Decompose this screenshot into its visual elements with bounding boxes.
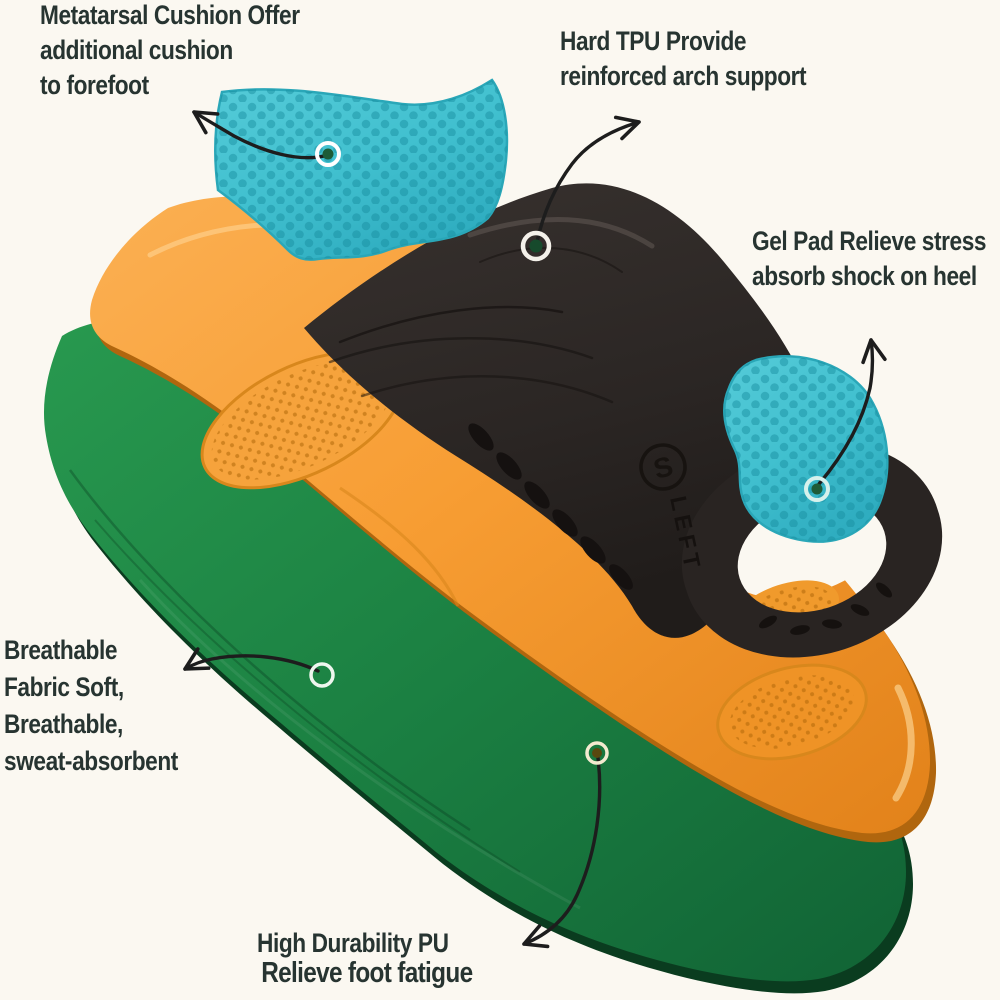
annotation-breathable-fabric: Breathable Fabric Soft, Breathable, swea… bbox=[4, 632, 178, 780]
annotation-line: absorb shock on heel bbox=[752, 261, 977, 291]
annotation-line: Metatarsal Cushion Offer bbox=[40, 0, 300, 30]
annotation-line: Breathable bbox=[4, 635, 118, 665]
annotation-line: reinforced arch support bbox=[560, 61, 807, 91]
marker-metatarsal bbox=[315, 141, 341, 167]
tpu-body bbox=[304, 183, 819, 638]
metatarsal-cushion-bumps bbox=[215, 80, 507, 260]
annotation-line: Fabric Soft, bbox=[4, 672, 124, 702]
tpu-vent-slots bbox=[468, 423, 633, 590]
orange-arch-groove bbox=[339, 486, 460, 607]
marker-pu-base bbox=[585, 741, 609, 765]
annotation-gel-pad: Gel Pad Relieve stress absorb shock on h… bbox=[752, 224, 987, 294]
green-texture-line bbox=[138, 578, 581, 910]
callout-arrows bbox=[183, 110, 887, 949]
marker-fabric bbox=[309, 662, 335, 688]
arrow-gel-pad bbox=[817, 338, 887, 486]
orange-layer-top bbox=[90, 196, 931, 834]
orange-heel-gloss bbox=[892, 684, 915, 802]
annotation-line: additional cushion bbox=[40, 35, 233, 65]
arrow-pu-base bbox=[522, 756, 602, 949]
arrow-fabric bbox=[183, 647, 320, 673]
marker-arch-support bbox=[520, 230, 552, 262]
gel-heel-pad bbox=[723, 355, 889, 543]
annotation-line: Breathable, bbox=[4, 709, 123, 739]
green-texture-line bbox=[68, 469, 471, 832]
annotation-pu-base: High Durability PU Relieve foot fatigue bbox=[257, 928, 473, 989]
annotation-line: sweat-absorbent bbox=[4, 746, 178, 776]
annotation-arch-support: Hard TPU Provide reinforced arch support bbox=[560, 24, 807, 94]
metatarsal-cushion bbox=[214, 78, 509, 261]
callout-markers bbox=[309, 141, 830, 765]
tpu-grooves bbox=[328, 217, 655, 404]
annotation-line: Gel Pad Relieve stress bbox=[752, 226, 987, 256]
gel-pad-bumps bbox=[724, 356, 888, 542]
annotation-line: Hard TPU Provide bbox=[560, 26, 747, 56]
annotation-metatarsal-cushion: Metatarsal Cushion Offer additional cush… bbox=[40, 0, 300, 103]
marker-gel-pad bbox=[804, 476, 830, 502]
annotation-line: High Durability PU bbox=[257, 928, 449, 958]
forefoot-dimple-pad bbox=[200, 350, 404, 490]
arrow-metatarsal bbox=[192, 110, 330, 160]
orange-pu-layer bbox=[90, 196, 937, 843]
green-texture-line bbox=[94, 519, 521, 873]
heel-ring-teeth bbox=[759, 582, 893, 635]
arrow-arch-support bbox=[535, 115, 641, 244]
annotation-line: Relieve foot fatigue bbox=[261, 957, 473, 989]
heel-dimple-pad bbox=[716, 663, 868, 761]
annotation-line: to forefoot bbox=[40, 70, 149, 100]
